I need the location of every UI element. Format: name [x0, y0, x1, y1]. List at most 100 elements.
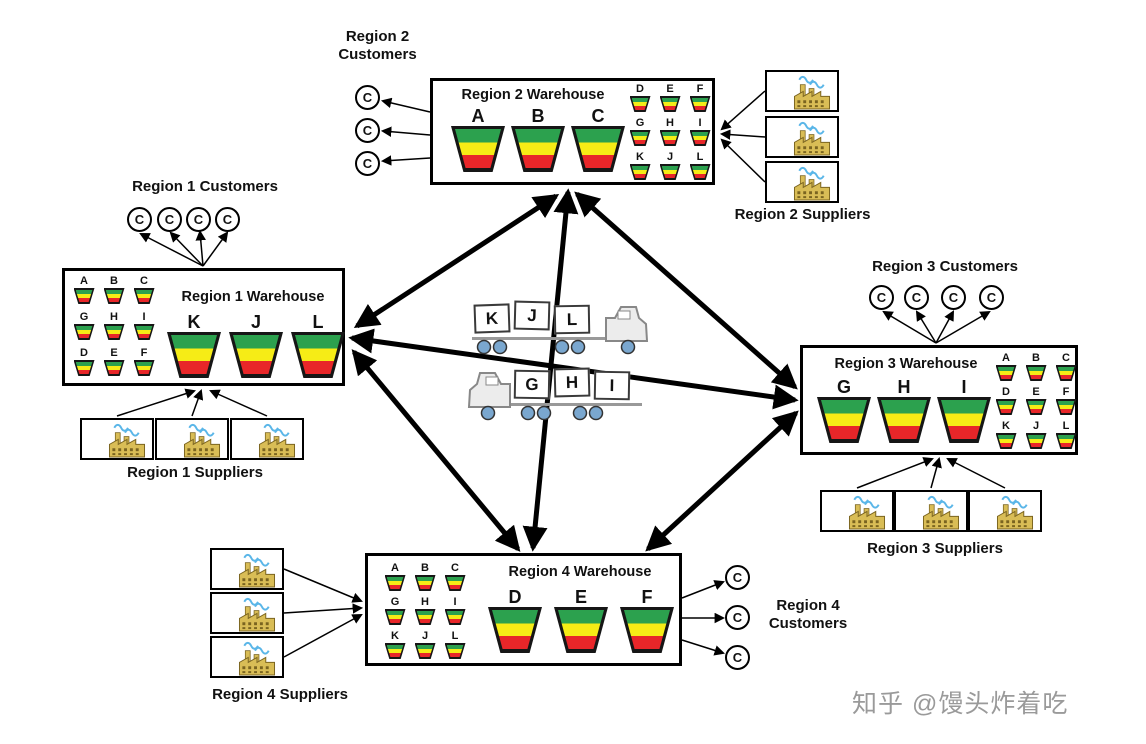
large-bin: D — [488, 588, 542, 653]
bin-label: G — [836, 377, 851, 397]
factory-icon — [991, 493, 1039, 530]
bin-icon — [1056, 433, 1077, 449]
customer-node: C — [941, 285, 966, 310]
bin-label: G — [79, 311, 89, 323]
supplier-node — [210, 636, 284, 678]
small-bin: F — [1055, 386, 1077, 415]
bin-icon — [1026, 399, 1047, 415]
small-bin: C — [1055, 352, 1077, 381]
small-bin: J — [659, 151, 681, 180]
bin-icon — [817, 397, 871, 443]
customer-node: C — [355, 85, 380, 110]
bin-label: J — [1032, 420, 1040, 432]
region4-warehouse: Region 4 Warehouse A B C G H I K J L D E… — [365, 553, 682, 666]
small-bin: H — [659, 117, 681, 146]
warehouse-title: Region 3 Warehouse — [834, 356, 978, 372]
bin-icon — [104, 324, 125, 340]
bin-label: A — [471, 106, 485, 126]
bin-label: F — [140, 347, 148, 359]
region3-suppliers-label: Region 3 Suppliers — [867, 540, 1003, 557]
small-bin: B — [1025, 352, 1047, 381]
factory-icon — [233, 551, 281, 588]
cargo-box: J — [513, 300, 551, 331]
bin-icon — [291, 332, 345, 378]
bin-icon — [690, 130, 711, 146]
small-bin: D — [995, 386, 1017, 415]
region2-warehouse: Region 2 Warehouse A B C D E F G H I K J… — [430, 78, 715, 185]
bin-label: C — [591, 106, 605, 126]
bin-label: A — [1002, 352, 1010, 364]
bin-label: H — [897, 377, 911, 397]
bin-label: B — [1032, 352, 1040, 364]
factory-icon — [788, 73, 836, 110]
small-bin: G — [384, 596, 406, 625]
small-bin: D — [629, 83, 651, 112]
small-bin: J — [1025, 420, 1047, 449]
label-line: Customers — [338, 46, 417, 63]
bin-label: F — [696, 83, 704, 95]
customer-node: C — [215, 207, 240, 232]
bin-icon — [571, 126, 625, 172]
bin-icon — [1026, 365, 1047, 381]
bin-icon — [511, 126, 565, 172]
supplier-node — [155, 418, 229, 460]
bin-icon — [1026, 433, 1047, 449]
bin-label: A — [391, 562, 399, 574]
bin-icon — [690, 96, 711, 112]
bin-icon — [630, 96, 651, 112]
bin-label: H — [666, 117, 674, 129]
label-line: Customers — [768, 615, 848, 632]
large-bin: C — [571, 107, 625, 172]
bin-icon — [660, 130, 681, 146]
small-bin: E — [103, 347, 125, 376]
bin-icon — [415, 609, 436, 625]
bin-icon — [1056, 365, 1077, 381]
bin-label: L — [696, 151, 704, 163]
large-bin: I — [937, 378, 991, 443]
bin-icon — [996, 433, 1017, 449]
bin-icon — [134, 360, 155, 376]
bin-icon — [630, 130, 651, 146]
factory-icon — [253, 421, 301, 458]
bin-label: K — [1002, 420, 1010, 432]
bin-icon — [104, 360, 125, 376]
bin-label: E — [666, 83, 674, 95]
large-bin: K — [167, 313, 221, 378]
bin-icon — [104, 288, 125, 304]
bin-icon — [74, 288, 95, 304]
customer-node: C — [355, 151, 380, 176]
cargo-box: K — [473, 303, 511, 334]
customer-node: C — [904, 285, 929, 310]
large-bin: J — [229, 313, 283, 378]
bin-label: J — [421, 630, 429, 642]
supplier-node — [765, 116, 839, 158]
bin-icon — [385, 609, 406, 625]
small-bin: B — [103, 275, 125, 304]
bin-label: C — [140, 275, 148, 287]
bin-icon — [996, 399, 1017, 415]
large-bin: G — [817, 378, 871, 443]
cargo-box: I — [593, 370, 631, 401]
region4-suppliers-label: Region 4 Suppliers — [212, 686, 348, 703]
bin-label: J — [666, 151, 674, 163]
bin-label: A — [80, 275, 88, 287]
bin-icon — [385, 643, 406, 659]
region1-warehouse: Region 1 Warehouse A B C G H I D E F K J… — [62, 268, 345, 386]
small-bin: D — [73, 347, 95, 376]
supplier-node — [820, 490, 894, 532]
large-bin: L — [291, 313, 345, 378]
bin-label: I — [142, 311, 146, 323]
bin-label: C — [451, 562, 459, 574]
bin-label: B — [531, 106, 545, 126]
cargo-box: L — [553, 304, 591, 335]
factory-icon — [843, 493, 891, 530]
bin-icon — [74, 360, 95, 376]
truck-top: K J L — [468, 296, 663, 360]
bin-icon — [445, 575, 466, 591]
bin-icon — [385, 575, 406, 591]
cargo-box: G — [513, 369, 551, 400]
supplier-node — [210, 592, 284, 634]
bin-icon — [620, 607, 674, 653]
small-bin: I — [689, 117, 711, 146]
